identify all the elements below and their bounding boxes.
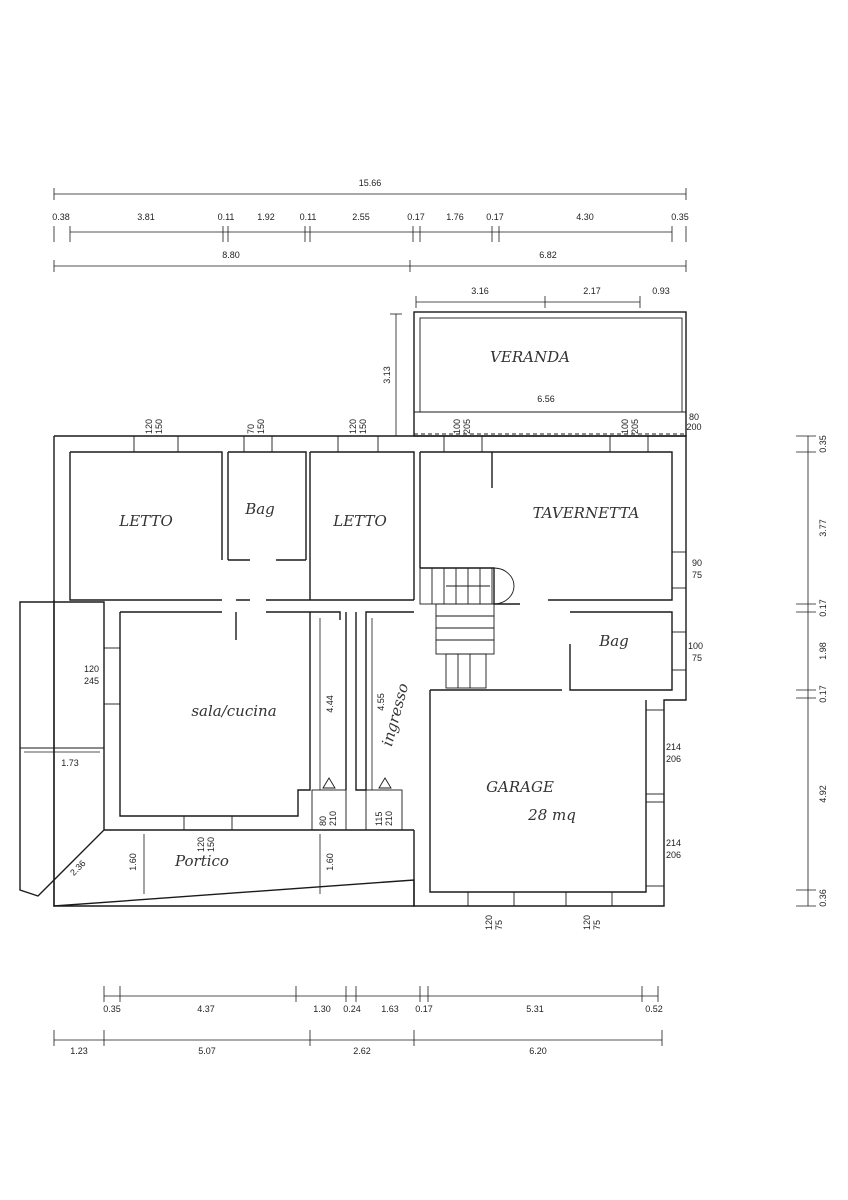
opening-veranda-w: 80	[689, 412, 699, 422]
opening-1-h: 150	[256, 419, 266, 434]
dim-bottom-split-2: 2.62	[353, 1046, 371, 1056]
room-label-portico: Portico	[174, 852, 229, 870]
room-label-garage: GARAGE	[486, 778, 554, 796]
dim-right-4: 0.17	[818, 685, 828, 703]
dim-portico-h1: 1.60	[128, 853, 138, 871]
room-label-veranda: VERANDA	[490, 348, 570, 366]
opening-15-h: 210	[384, 811, 394, 826]
dim-portico-h2: 1.60	[325, 853, 335, 871]
entrance-arrows	[322, 777, 392, 789]
building-walls	[19, 435, 687, 907]
opening-10-w: 120	[484, 915, 494, 930]
opening-2-w: 120	[348, 419, 358, 434]
opening-4-w: 100	[620, 419, 630, 434]
dim-top-10: 0.35	[671, 212, 689, 222]
bottom-dimensions: 0.35 4.37 1.30 0.24 1.63 0.17 5.31 0.52 …	[53, 986, 663, 1056]
dim-top-split-left: 8.80	[222, 250, 240, 260]
dim-veranda-0: 3.16	[471, 286, 489, 296]
opening-3-h: 205	[462, 419, 472, 434]
opening-7-w: 100	[688, 641, 703, 651]
dim-right-5: 4.92	[818, 785, 828, 803]
dim-bottom-4: 1.63	[381, 1004, 399, 1014]
opening-13-h: 150	[206, 837, 216, 852]
dim-top-4: 0.11	[300, 212, 317, 222]
opening-3-w: 100	[452, 419, 462, 434]
dim-veranda-2: 0.93	[652, 286, 670, 296]
right-dimensions: 0.35 3.77 0.17 1.98 0.17 4.92 0.36	[796, 435, 828, 907]
dim-top-3: 1.92	[257, 212, 275, 222]
dim-bottom-7: 0.52	[645, 1004, 663, 1014]
dim-veranda-1: 2.17	[583, 286, 601, 296]
opening-labels: 120 150 70 150 120 150 100 205 100 205 9…	[84, 419, 703, 930]
dim-bottom-2: 1.30	[313, 1004, 331, 1014]
opening-8-h: 206	[666, 754, 681, 764]
opening-11-h: 75	[592, 920, 602, 930]
dim-top-0: 0.38	[52, 212, 70, 222]
room-label-letto-2: LETTO	[332, 512, 387, 530]
dim-top-8: 0.17	[486, 212, 504, 222]
dim-top-7: 1.76	[446, 212, 464, 222]
room-label-bagno-1: Bag	[244, 500, 275, 518]
top-dimensions: 15.66 0.38 3.81 0.11 1.92 0.11 2.55 0.17…	[52, 178, 689, 308]
opening-1-w: 70	[246, 424, 256, 434]
opening-7-h: 75	[692, 653, 702, 663]
dim-top-5: 2.55	[352, 212, 370, 222]
room-label-soggiorno: sala/cucina	[191, 702, 276, 720]
opening-14-h: 210	[328, 811, 338, 826]
dim-top-total: 15.66	[359, 178, 382, 188]
dim-veranda-width: 6.56	[537, 394, 555, 404]
dim-bottom-5: 0.17	[415, 1004, 433, 1014]
opening-8-w: 214	[666, 742, 681, 752]
opening-12-w: 120	[84, 664, 99, 674]
opening-0-h: 150	[154, 419, 164, 434]
dim-bottom-6: 5.31	[526, 1004, 544, 1014]
dim-top-1: 3.81	[137, 212, 155, 222]
opening-14-w: 80	[318, 816, 328, 826]
dim-top-2: 0.11	[218, 212, 235, 222]
dim-bottom-1: 4.37	[197, 1004, 215, 1014]
dim-bottom-split-1: 5.07	[198, 1046, 216, 1056]
dim-top-9: 4.30	[576, 212, 594, 222]
opening-veranda-h: 200	[686, 422, 701, 432]
dim-bottom-split-0: 1.23	[70, 1046, 88, 1056]
opening-12-h: 245	[84, 676, 99, 686]
opening-9-w: 214	[666, 838, 681, 848]
dim-diagonal: 2.36	[68, 858, 87, 877]
opening-13-w: 120	[196, 837, 206, 852]
room-label-tavernetta: TAVERNETTA	[533, 504, 640, 522]
opening-0-w: 120	[144, 419, 154, 434]
dim-right-1: 3.77	[818, 519, 828, 537]
dim-top-split-right: 6.82	[539, 250, 557, 260]
dim-bottom-3: 0.24	[343, 1004, 361, 1014]
opening-9-h: 206	[666, 850, 681, 860]
dim-right-3: 1.98	[818, 642, 828, 660]
opening-4-h: 205	[630, 419, 640, 434]
opening-10-h: 75	[494, 920, 504, 930]
stairs	[419, 567, 515, 689]
dim-right-2: 0.17	[818, 599, 828, 617]
dim-right-6: 0.36	[818, 889, 828, 907]
opening-15-w: 115	[374, 812, 384, 826]
dim-right-0: 0.35	[818, 435, 828, 453]
room-label-letto-1: LETTO	[118, 512, 173, 530]
dim-ingresso-h: 4.55	[376, 693, 386, 711]
dim-soggiorno-h: 4.44	[325, 695, 335, 713]
opening-6-h: 75	[692, 570, 702, 580]
room-label-bagno-2: Bag	[598, 632, 629, 650]
room-label-garage-area: 28 mq	[527, 806, 576, 824]
dim-porch-w: 1.73	[61, 758, 79, 768]
windows	[103, 435, 687, 907]
opening-11-w: 120	[582, 915, 592, 930]
room-label-ingresso: ingresso	[378, 681, 412, 748]
dim-bottom-0: 0.35	[103, 1004, 121, 1014]
veranda: 3.13 6.56 VERANDA 80 200	[382, 311, 702, 437]
opening-2-h: 150	[358, 419, 368, 434]
dim-bottom-split-3: 6.20	[529, 1046, 547, 1056]
dim-top-6: 0.17	[407, 212, 425, 222]
opening-6-w: 90	[692, 558, 702, 568]
dim-veranda-depth: 3.13	[382, 366, 392, 384]
